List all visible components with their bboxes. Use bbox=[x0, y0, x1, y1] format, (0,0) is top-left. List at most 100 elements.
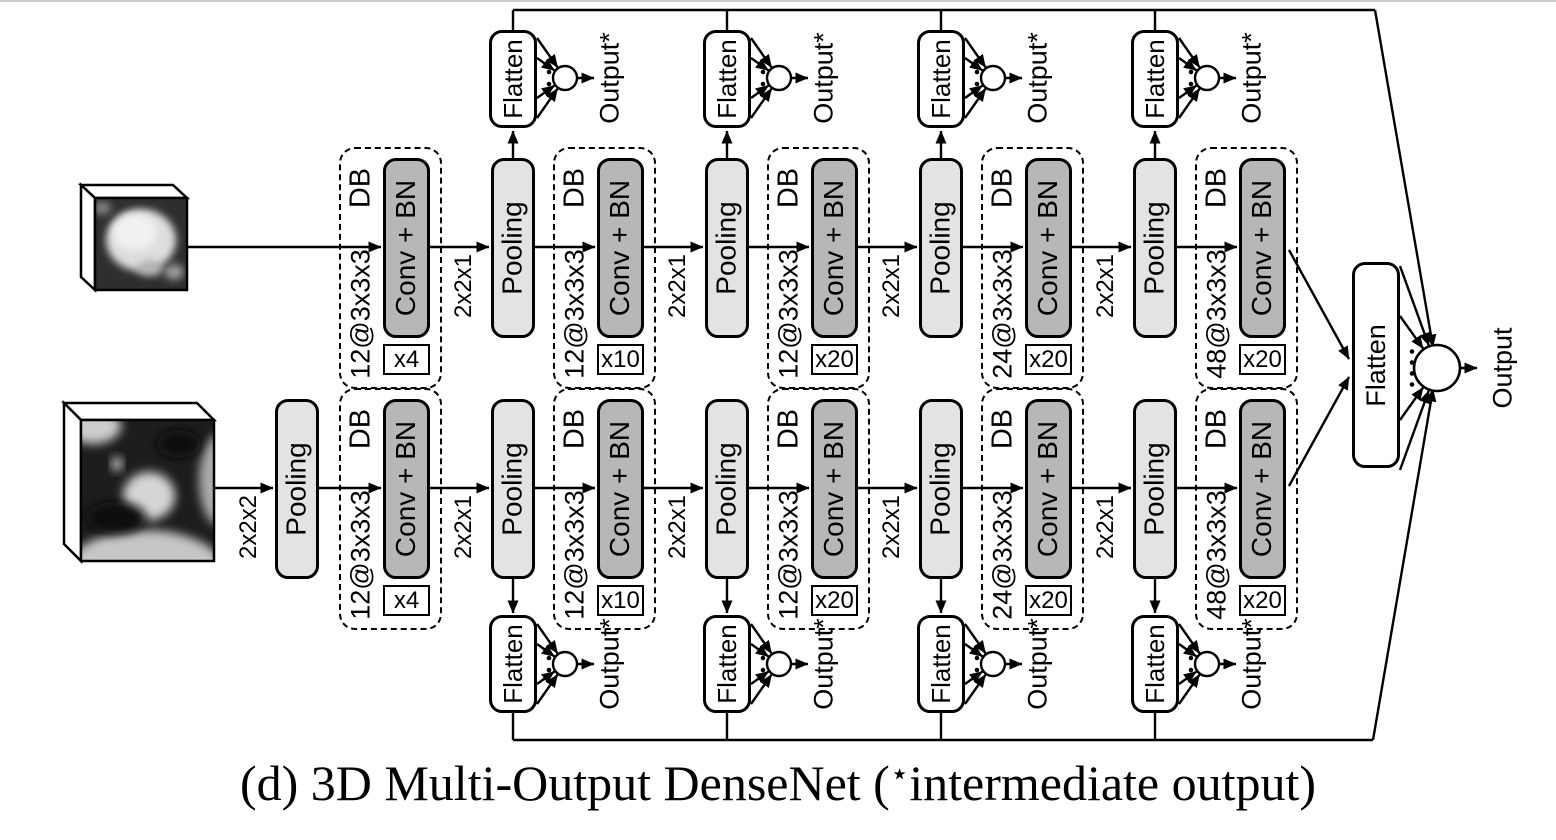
pool-kernel-label: 2x2x1 bbox=[878, 494, 905, 560]
flatten-box-label: Flatten bbox=[712, 39, 742, 119]
intermediate-output-label: Output* bbox=[594, 32, 625, 124]
input-pooling-box: Pooling bbox=[275, 399, 319, 579]
pool-kernel-label: 2x2x1 bbox=[450, 494, 477, 560]
repeat-count-box: x20 bbox=[1239, 585, 1286, 616]
repeat-count-box: x4 bbox=[383, 585, 430, 616]
pool-kernel-label: 2x2x1 bbox=[1092, 494, 1119, 560]
conv-bn-box: Conv + BN bbox=[383, 158, 430, 338]
flatten-box: Flatten bbox=[1131, 30, 1179, 128]
dense-block-label: DB bbox=[344, 408, 377, 450]
dense-block-label: DB bbox=[344, 167, 377, 209]
ct-slice-detail bbox=[81, 420, 214, 561]
caption-text: (d) 3D Multi-Output DenseNet ( bbox=[239, 755, 890, 811]
dense-block-label: DB bbox=[986, 408, 1019, 450]
input-cube-small bbox=[78, 182, 191, 293]
dense-block-label: DB bbox=[558, 408, 591, 450]
dense-block-bottom-1 bbox=[339, 388, 442, 630]
dense-block-label: DB bbox=[558, 167, 591, 209]
repeat-count-box-label: x20 bbox=[1243, 345, 1282, 373]
input-pool-kernel-label: 2x2x2 bbox=[235, 494, 262, 560]
final-flatten-box: Flatten bbox=[1352, 262, 1400, 468]
pooling-box: Pooling bbox=[705, 158, 749, 338]
pool-kernel-label: 2x2x1 bbox=[664, 253, 691, 319]
dense-block-label: DB bbox=[1200, 167, 1233, 209]
pooling-box-label: Pooling bbox=[1139, 442, 1170, 536]
intermediate-output-label: Output* bbox=[594, 618, 625, 710]
conv-bn-box: Conv + BN bbox=[1025, 399, 1072, 579]
repeat-count-box-label: x4 bbox=[393, 586, 420, 614]
dense-block-label: DB bbox=[772, 408, 805, 450]
repeat-count-box-label: x10 bbox=[601, 345, 640, 373]
filters-label: 12@3x3x3 bbox=[345, 249, 376, 379]
flatten-box-label: Flatten bbox=[1140, 624, 1170, 704]
conv-bn-box-label: Conv + BN bbox=[390, 420, 422, 558]
repeat-count-box: x20 bbox=[811, 585, 858, 616]
conv-bn-box: Conv + BN bbox=[811, 399, 858, 579]
repeat-count-box-label: x20 bbox=[815, 586, 854, 614]
filters-label: 12@3x3x3 bbox=[345, 490, 376, 620]
pooling-box: Pooling bbox=[1133, 399, 1177, 579]
repeat-count-box-label: x20 bbox=[1243, 586, 1282, 614]
dense-block-label: DB bbox=[772, 167, 805, 209]
input-cube-large bbox=[61, 400, 217, 564]
conv-bn-box: Conv + BN bbox=[1239, 399, 1286, 579]
intermediate-output-label: Output* bbox=[1022, 32, 1053, 124]
filters-label: 12@3x3x3 bbox=[773, 490, 804, 620]
repeat-count-box-label: x4 bbox=[393, 345, 420, 373]
flatten-box: Flatten bbox=[1131, 615, 1179, 713]
intermediate-output-label: Output* bbox=[1236, 32, 1267, 124]
conv-bn-box: Conv + BN bbox=[383, 399, 430, 579]
flatten-box: Flatten bbox=[917, 30, 965, 128]
intermediate-output-label: Output* bbox=[808, 618, 839, 710]
conv-bn-box: Conv + BN bbox=[1239, 158, 1286, 338]
pool-kernel-label: 2x2x1 bbox=[450, 253, 477, 319]
flatten-box-label: Flatten bbox=[1140, 39, 1170, 119]
repeat-count-box: x20 bbox=[1025, 344, 1072, 375]
repeat-count-box: x4 bbox=[383, 344, 430, 375]
repeat-count-box-label: x20 bbox=[1029, 345, 1068, 373]
pooling-box-label: Pooling bbox=[711, 442, 742, 536]
repeat-count-box: x10 bbox=[597, 344, 644, 375]
dense-block-bottom-4 bbox=[981, 388, 1084, 630]
pooling-box: Pooling bbox=[491, 399, 535, 579]
pooling-box-label: Pooling bbox=[711, 201, 742, 295]
filters-label: 48@3x3x3 bbox=[1201, 490, 1232, 620]
ct-patch-nodule bbox=[95, 201, 184, 280]
pooling-box-label: Pooling bbox=[1139, 201, 1170, 295]
pooling-box: Pooling bbox=[491, 158, 535, 338]
flatten-box-label: Flatten bbox=[498, 39, 528, 119]
flatten-box-label: Flatten bbox=[498, 624, 528, 704]
filters-label: 48@3x3x3 bbox=[1201, 249, 1232, 379]
flatten-box: Flatten bbox=[489, 615, 537, 713]
repeat-count-box: x20 bbox=[1239, 344, 1286, 375]
filters-label: 12@3x3x3 bbox=[559, 490, 590, 620]
flatten-box: Flatten bbox=[703, 30, 751, 128]
dense-block-bottom-2 bbox=[553, 388, 656, 630]
filters-label: 12@3x3x3 bbox=[559, 249, 590, 379]
dense-block-bottom-3 bbox=[767, 388, 870, 630]
final-flatten-box-label: Flatten bbox=[1360, 323, 1391, 407]
filters-label: 24@3x3x3 bbox=[987, 249, 1018, 379]
pooling-box-label: Pooling bbox=[925, 442, 956, 536]
input-pooling-box-label: Pooling bbox=[281, 442, 312, 536]
pool-kernel-label: 2x2x1 bbox=[664, 494, 691, 560]
flatten-box-label: Flatten bbox=[926, 39, 956, 119]
flatten-box-label: Flatten bbox=[712, 624, 742, 704]
conv-bn-box-label: Conv + BN bbox=[818, 420, 850, 558]
flatten-box: Flatten bbox=[917, 615, 965, 713]
pooling-box: Pooling bbox=[1133, 158, 1177, 338]
conv-bn-box-label: Conv + BN bbox=[604, 420, 636, 558]
repeat-count-box-label: x10 bbox=[601, 586, 640, 614]
filters-label: 24@3x3x3 bbox=[987, 490, 1018, 620]
repeat-count-box: x20 bbox=[1025, 585, 1072, 616]
flatten-box: Flatten bbox=[489, 30, 537, 128]
conv-bn-box: Conv + BN bbox=[597, 158, 644, 338]
flatten-box-label: Flatten bbox=[926, 624, 956, 704]
conv-bn-box: Conv + BN bbox=[1025, 158, 1072, 338]
conv-bn-box-label: Conv + BN bbox=[1246, 420, 1278, 558]
pooling-box-label: Pooling bbox=[497, 442, 528, 536]
repeat-count-box: x20 bbox=[811, 344, 858, 375]
pool-kernel-label: 2x2x1 bbox=[878, 253, 905, 319]
conv-bn-box-label: Conv + BN bbox=[604, 179, 636, 317]
